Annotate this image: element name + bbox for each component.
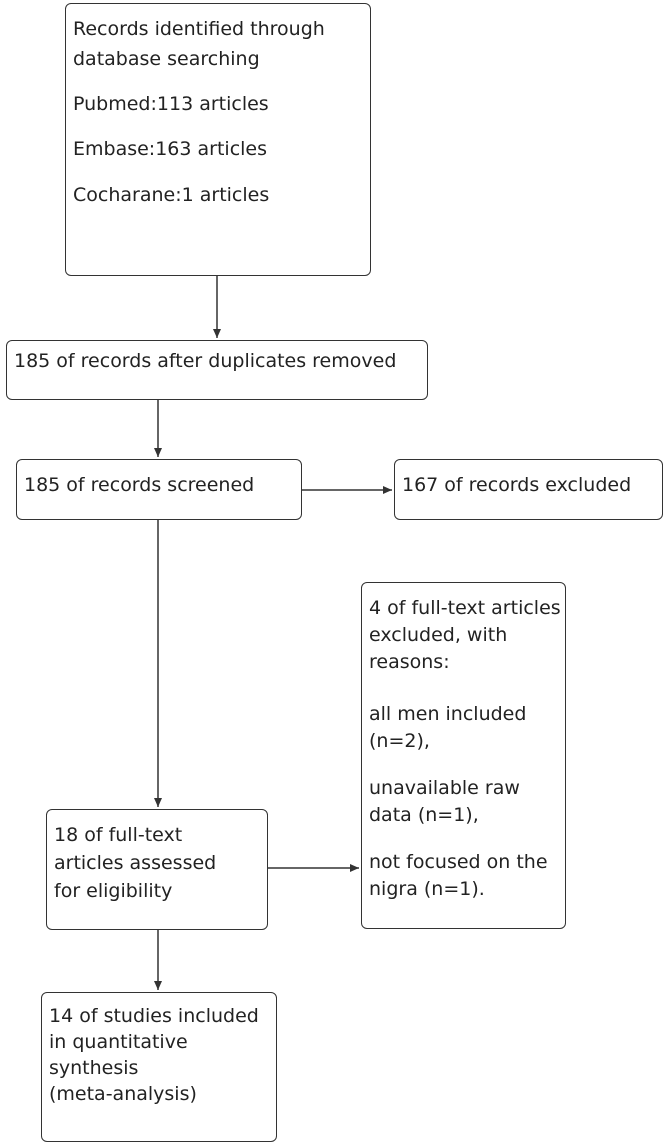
identification-cochrane: Cocharane:1 articles <box>73 184 270 206</box>
fulltext-excluded-reason-3b: nigra (n=1). <box>369 878 485 900</box>
screened-text: 185 of records screened <box>24 474 255 496</box>
fulltext-excluded-box: 4 of full-text articles excluded, with r… <box>361 582 566 929</box>
fulltext-excluded-reason-1a: all men included <box>369 703 527 725</box>
fulltext-excluded-reason-3a: not focused on the <box>369 851 548 873</box>
fulltext-excluded-line-1: 4 of full-text articles <box>369 597 561 619</box>
fulltext-excluded-reason-2a: unavailable raw <box>369 777 520 799</box>
included-line-2: in quantitative <box>49 1031 188 1053</box>
records-excluded-box: 167 of records excluded <box>394 459 663 520</box>
records-excluded-text: 167 of records excluded <box>402 474 632 496</box>
included-line-3: synthesis <box>49 1057 139 1079</box>
duplicates-removed-box: 185 of records after duplicates removed <box>6 340 428 400</box>
eligibility-line-2: articles assessed <box>54 852 217 874</box>
fulltext-excluded-line-3: reasons: <box>369 651 450 673</box>
eligibility-box: 18 of full-text articles assessed for el… <box>46 809 268 930</box>
fulltext-excluded-reason-2b: data (n=1), <box>369 804 479 826</box>
screened-box: 185 of records screened <box>16 459 302 520</box>
duplicates-removed-text: 185 of records after duplicates removed <box>14 350 397 372</box>
fulltext-excluded-line-2: excluded, with <box>369 624 508 646</box>
identification-pubmed: Pubmed:113 articles <box>73 93 269 115</box>
included-line-4: (meta-analysis) <box>49 1083 197 1105</box>
identification-embase: Embase:163 articles <box>73 138 268 160</box>
eligibility-line-1: 18 of full-text <box>54 824 183 846</box>
identification-line-1: Records identified through <box>73 18 325 40</box>
included-box: 14 of studies included in quantitative s… <box>41 992 277 1142</box>
included-line-1: 14 of studies included <box>49 1005 259 1027</box>
eligibility-line-3: for eligibility <box>54 880 173 902</box>
identification-box: Records identified through database sear… <box>65 3 371 276</box>
identification-line-2: database searching <box>73 48 260 70</box>
fulltext-excluded-reason-1b: (n=2), <box>369 730 430 752</box>
